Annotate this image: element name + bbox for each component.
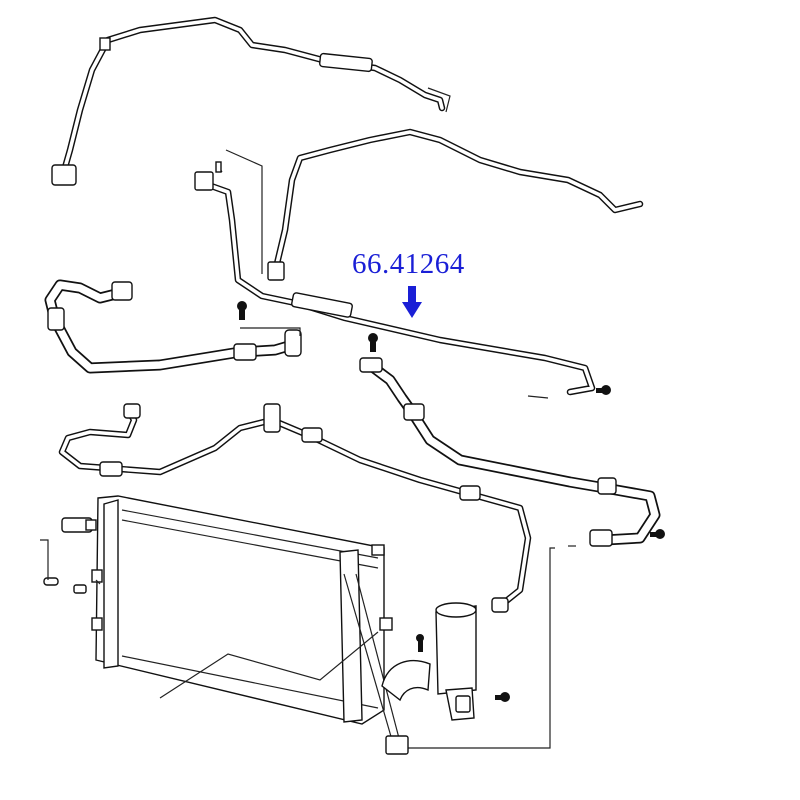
- clip[interactable]: [43, 577, 87, 594]
- upper-right-pipe[interactable]: [267, 128, 644, 281]
- leader-line: [225, 149, 263, 274]
- pressure-pipe-66-41264[interactable]: [194, 171, 596, 396]
- condenser[interactable]: [91, 495, 409, 755]
- bolt[interactable]: [495, 692, 510, 702]
- receiver-drier[interactable]: [435, 602, 477, 721]
- liquid-pipe[interactable]: [58, 403, 532, 613]
- pressure-switch[interactable]: [61, 517, 97, 533]
- bolt[interactable]: [596, 385, 611, 395]
- bolt[interactable]: [368, 333, 378, 352]
- bolt[interactable]: [237, 301, 247, 320]
- arrow-down-icon: [402, 286, 422, 318]
- screw[interactable]: [215, 161, 222, 173]
- bolt[interactable]: [416, 634, 424, 652]
- pressure-hose[interactable]: [359, 357, 661, 547]
- bolt[interactable]: [650, 529, 665, 539]
- leader-line: [400, 547, 555, 749]
- suction-hose[interactable]: [44, 279, 302, 374]
- part-number-label: 66.41264: [352, 248, 465, 280]
- leader-line: [240, 327, 301, 336]
- leader-line: [40, 539, 49, 580]
- upper-suction-pipe[interactable]: [51, 16, 451, 186]
- leader-line: [95, 579, 101, 585]
- mounting-bracket[interactable]: [381, 660, 431, 702]
- leader-line: [159, 631, 379, 699]
- leader-line: [527, 395, 549, 399]
